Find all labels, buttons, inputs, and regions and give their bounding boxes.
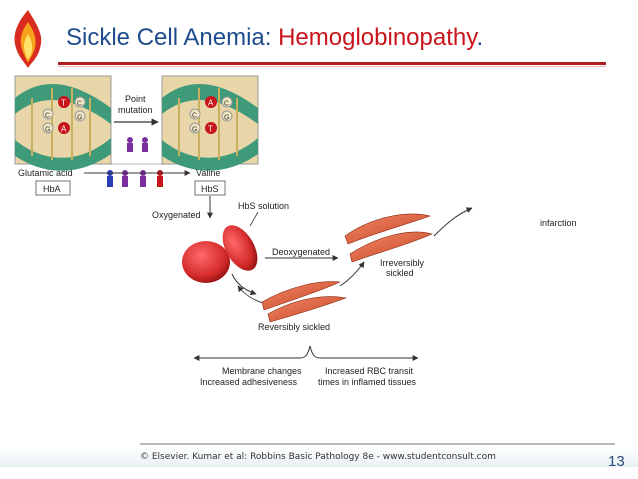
irreversible-sickle-2 [349, 231, 433, 263]
point-mutation-label-1: Point [125, 94, 146, 104]
valine-label: Valine [196, 168, 220, 178]
base-left-1: T [61, 99, 66, 108]
base-right-4: G [192, 127, 197, 134]
base-right-2: C [224, 101, 229, 108]
rbc-cell [182, 241, 230, 283]
irreversible-sickle-1 [344, 213, 432, 245]
reversible-sickle-1 [261, 281, 342, 311]
hbs-label: HbS [201, 184, 219, 194]
cycle-arrow-up [237, 285, 267, 305]
increased-rbc-label-2: times in inflamed tissues [318, 377, 417, 387]
base-right-3: T [208, 125, 213, 134]
reversibly-sickled-label: Reversibly sickled [258, 322, 330, 332]
base-right-1: A [208, 99, 214, 108]
base-left-6: G [77, 115, 82, 122]
footer-band [0, 447, 638, 467]
base-right-5: C [192, 113, 197, 120]
flame-logo-icon [14, 10, 42, 68]
rbc-cell-side [222, 225, 258, 271]
dna-panel-left: T C A G C G [14, 75, 112, 171]
reversible-sickle-2 [267, 296, 348, 323]
irreversibly-sickled-label-1: Irreversibly [380, 258, 425, 268]
increased-rbc-label-1: Increased RBC transit [325, 366, 414, 376]
infarction-label: infarction [540, 218, 577, 228]
title-underline-shadow [58, 66, 606, 67]
oxygenated-label: Oxygenated [152, 210, 201, 220]
pedigree-icon [107, 137, 165, 187]
glutamic-acid-label: Glutamic acid [18, 168, 73, 178]
base-left-4: G [45, 127, 50, 134]
membrane-changes-label-2: Increased adhesiveness [200, 377, 298, 387]
hbs-solution-leader [249, 211, 259, 227]
cycle-arrow-down [231, 273, 257, 296]
hba-label: HbA [43, 184, 61, 194]
base-left-3: A [61, 125, 67, 134]
infarction-arrow [433, 207, 473, 237]
title-main: Sickle Cell Anemia: [66, 24, 279, 51]
base-right-6: G [224, 115, 229, 122]
base-left-2: C [77, 101, 82, 108]
base-left-5: C [45, 113, 50, 120]
page-number: 13 [608, 453, 625, 470]
slide-title: Sickle Cell Anemia: Hemoglobinopathy. [66, 24, 483, 52]
dna-panel-right: A C T G C G [161, 75, 259, 171]
deoxygenated-label: Deoxygenated [272, 247, 330, 257]
title-highlight: Hemoglobinopathy [278, 24, 477, 51]
credit-text: © Elsevier. Kumar et al: Robbins Basic P… [140, 452, 496, 462]
membrane-changes-label-1: Membrane changes [222, 366, 302, 376]
outcome-brace [195, 345, 415, 359]
title-underline [58, 62, 606, 65]
sickle-cell-diagram: T C A G C G Point mutation A [14, 75, 615, 445]
reversible-to-irreversible-arrow [339, 261, 365, 287]
point-mutation-label-2: mutation [118, 105, 153, 115]
hbs-solution-label: HbS solution [238, 201, 289, 211]
title-end: . [476, 24, 484, 51]
irreversibly-sickled-label-2: sickled [386, 268, 414, 278]
